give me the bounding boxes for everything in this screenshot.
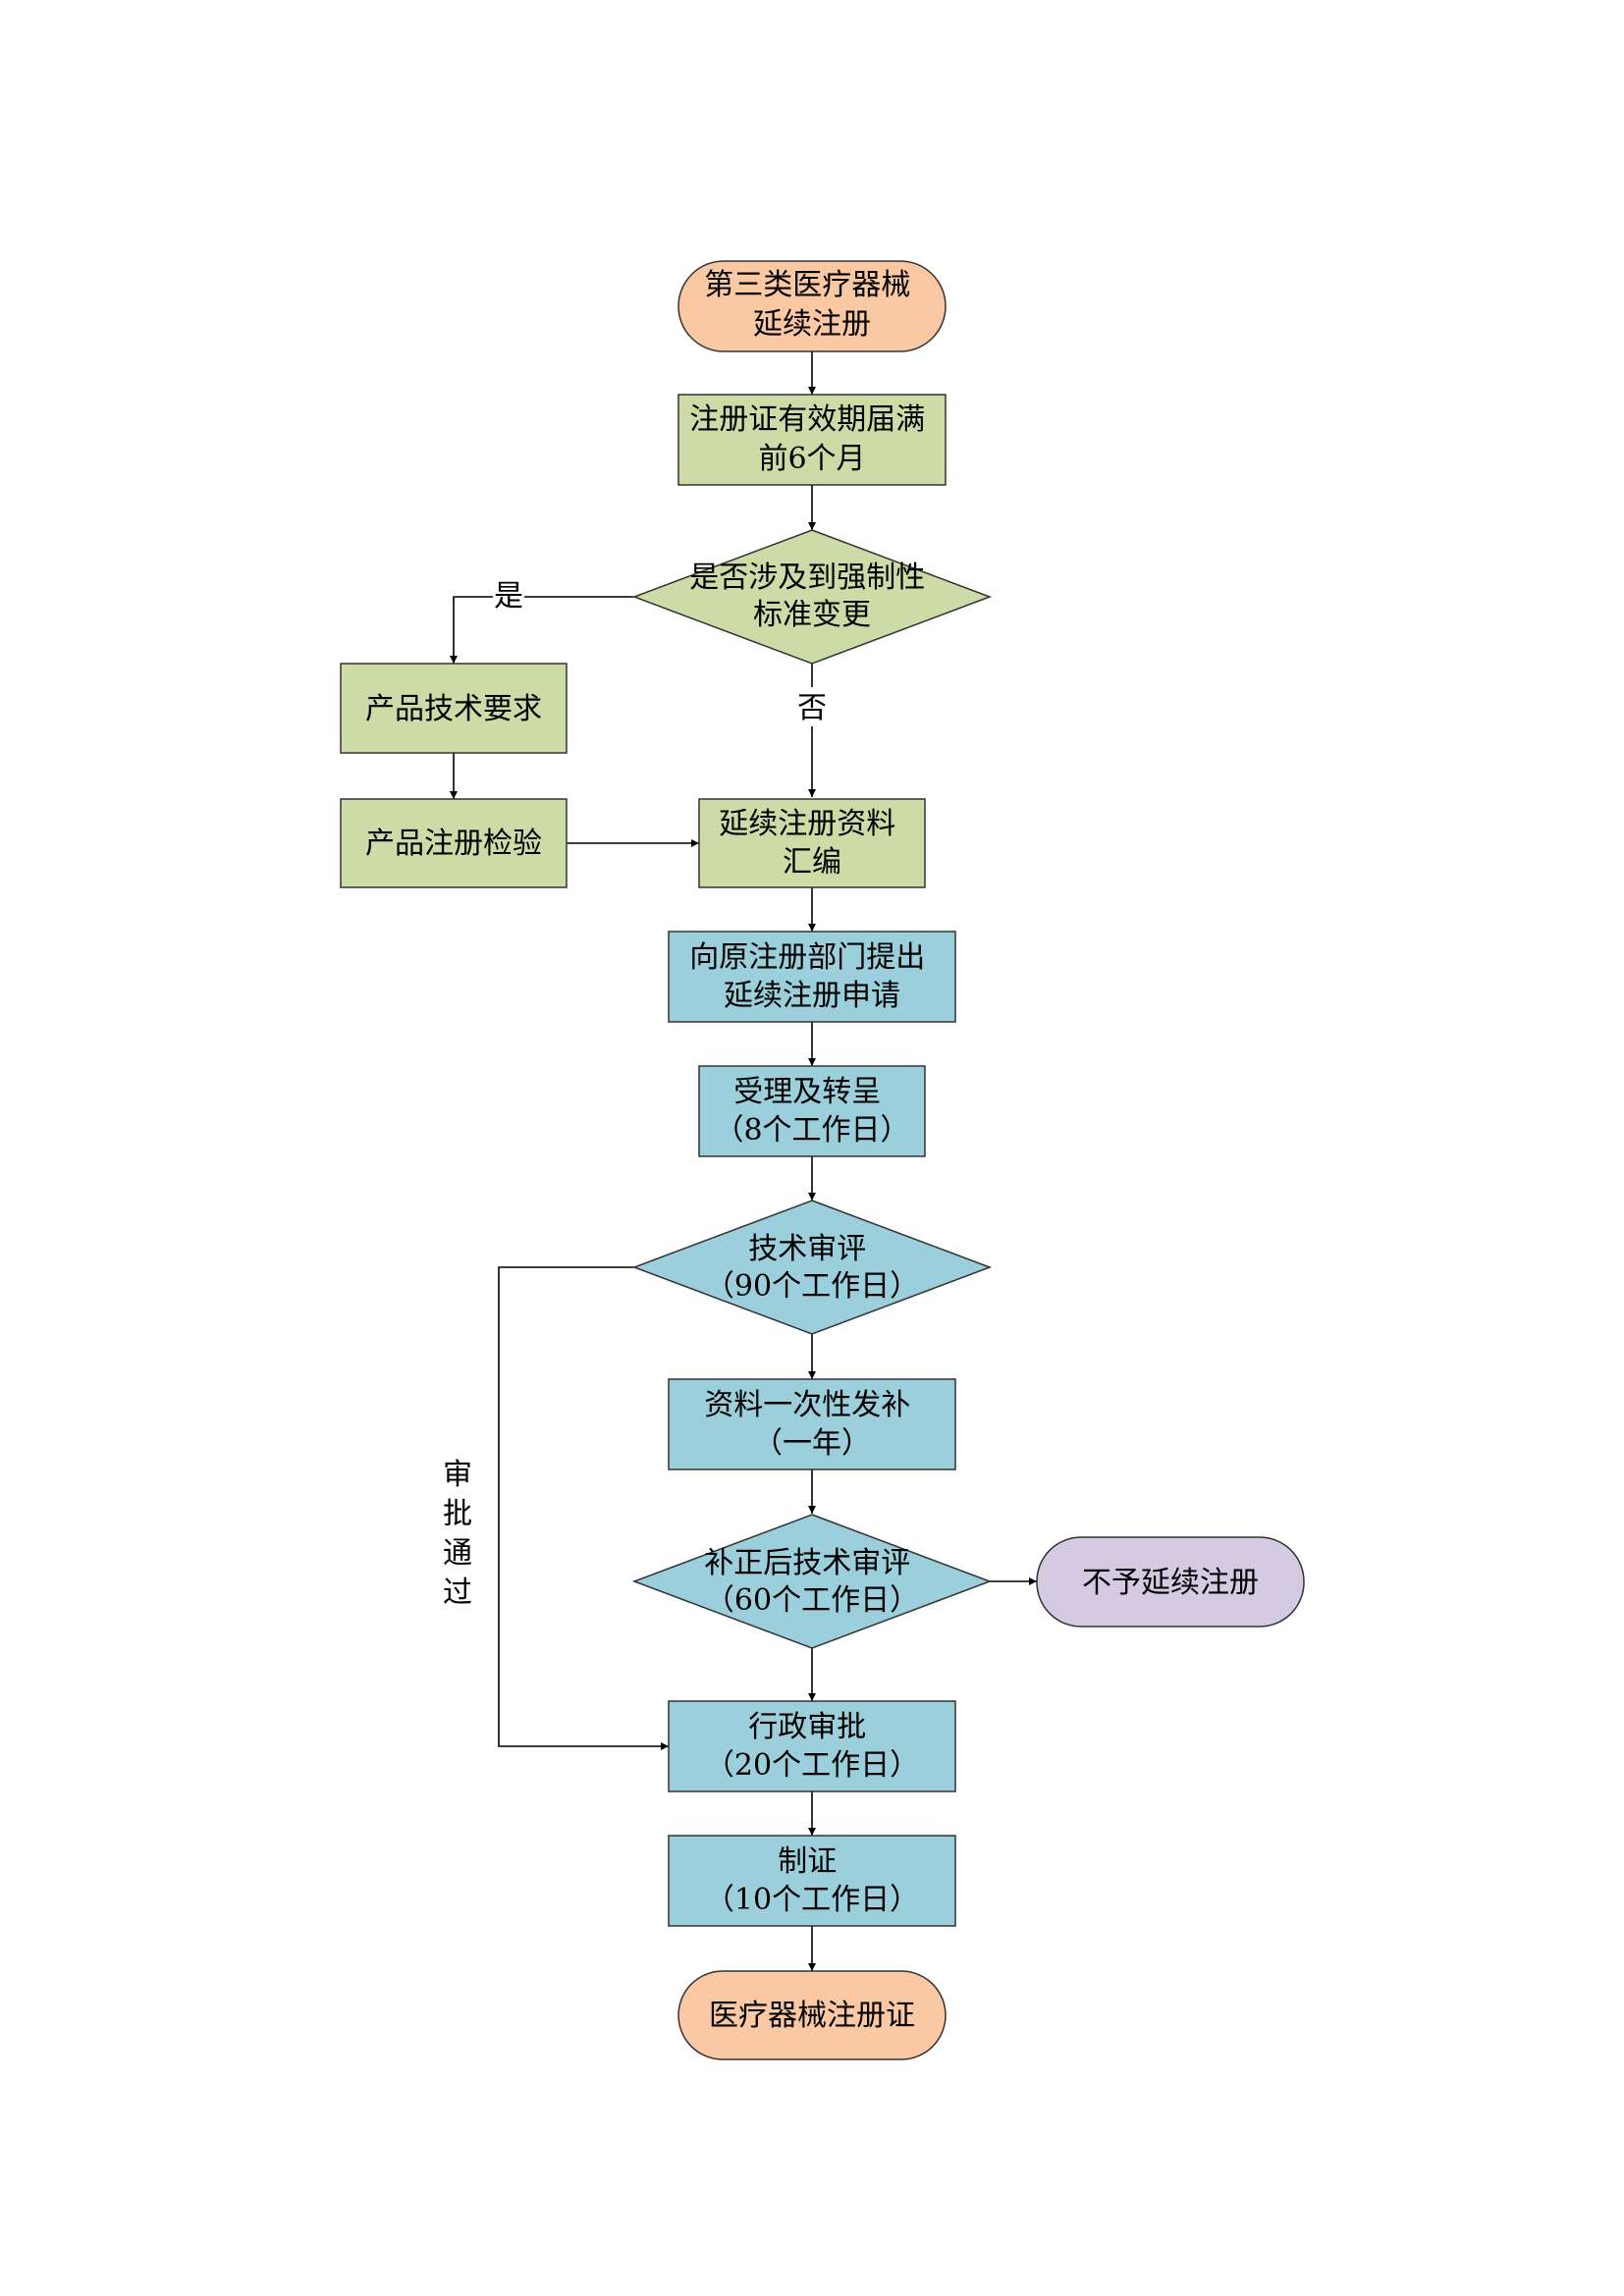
svg-text:延续注册资料 汇编: 延续注册资料 汇编 bbox=[719, 807, 905, 880]
accept-box bbox=[698, 1065, 926, 1157]
yes-label: 是 bbox=[494, 579, 523, 614]
submit-line-1: 向原注册部门提出 bbox=[689, 940, 925, 975]
six-months-box bbox=[677, 394, 947, 486]
svg-text:医疗器械注册证: 医疗器械注册证 bbox=[709, 1999, 915, 2033]
certify-line-2: （10个工作日） bbox=[705, 1883, 919, 1917]
approved-label-char: 通 bbox=[443, 1536, 472, 1571]
supplement-box bbox=[668, 1378, 956, 1470]
six-months-line-2: 前6个月 bbox=[758, 442, 865, 476]
svg-text:技术审评 （90个工作日）: 技术审评 （90个工作日） bbox=[705, 1232, 919, 1304]
admin-box bbox=[668, 1700, 956, 1792]
reject-line-1: 不予延续注册 bbox=[1082, 1566, 1259, 1600]
node-submit: 向原注册部门提出 延续注册申请 bbox=[668, 931, 956, 1023]
reject-terminal bbox=[1036, 1536, 1305, 1628]
compile-line-1: 延续注册资料 bbox=[719, 807, 895, 841]
approved-label-char: 过 bbox=[443, 1575, 472, 1610]
end-terminal bbox=[677, 1970, 947, 2060]
prod-req-line-1: 产品技术要求 bbox=[365, 692, 542, 726]
node-reject: 不予延续注册 bbox=[1036, 1536, 1305, 1628]
tech-review-diamond bbox=[631, 1200, 993, 1335]
node-accept: 受理及转呈 （8个工作日） bbox=[698, 1065, 926, 1157]
node-start: 第三类医疗器械 延续注册 bbox=[677, 260, 947, 352]
node-compile: 延续注册资料 汇编 bbox=[698, 798, 926, 888]
svg-text:产品技术要求: 产品技术要求 bbox=[365, 692, 542, 726]
tech-review-line-2: （90个工作日） bbox=[705, 1269, 919, 1304]
re-review-line-1: 补正后技术审评 bbox=[704, 1546, 910, 1580]
edge-tech-review-approved bbox=[498, 1266, 669, 1750]
svg-text:注册证有效期届满 前6个月: 注册证有效期届满 前6个月 bbox=[689, 402, 935, 476]
svg-text:不予延续注册: 不予延续注册 bbox=[1082, 1566, 1259, 1600]
node-six-months: 注册证有效期届满 前6个月 bbox=[677, 394, 947, 486]
accept-line-1: 受理及转呈 bbox=[733, 1075, 881, 1109]
approved-label-char: 批 bbox=[443, 1497, 472, 1531]
compile-line-2: 汇编 bbox=[783, 845, 841, 880]
re-review-line-2: （60个工作日） bbox=[705, 1583, 919, 1618]
prod-req-box bbox=[340, 663, 568, 754]
submit-line-2: 延续注册申请 bbox=[724, 979, 900, 1013]
supplement-line-1: 资料一次性发补 bbox=[704, 1388, 910, 1422]
node-supplement: 资料一次性发补 （一年） bbox=[668, 1378, 956, 1470]
start-terminal bbox=[677, 260, 947, 352]
start-line-1: 第三类医疗器械 bbox=[704, 268, 910, 302]
svg-text:产品注册检验: 产品注册检验 bbox=[365, 827, 542, 861]
node-tech-review: 技术审评 （90个工作日） bbox=[631, 1200, 993, 1335]
svg-text:向原注册部门提出 延续注册申请: 向原注册部门提出 延续注册申请 bbox=[689, 940, 935, 1013]
node-prod-test: 产品注册检验 bbox=[340, 798, 568, 888]
std-change-line-1: 是否涉及到强制性 bbox=[689, 561, 925, 595]
supplement-line-2: （一年） bbox=[753, 1426, 871, 1461]
prod-test-line-1: 产品注册检验 bbox=[365, 827, 542, 861]
accept-line-2: （8个工作日） bbox=[714, 1113, 909, 1148]
submit-box bbox=[668, 931, 956, 1023]
node-re-review: 补正后技术审评 （60个工作日） bbox=[631, 1514, 993, 1649]
svg-text:受理及转呈 （8个工作日）: 受理及转呈 （8个工作日） bbox=[714, 1075, 909, 1148]
svg-text:行政审批 （20个工作日）: 行政审批 （20个工作日） bbox=[705, 1710, 919, 1783]
node-certify: 制证 （10个工作日） bbox=[668, 1835, 956, 1927]
tech-review-line-1: 技术审评 bbox=[748, 1232, 866, 1266]
certify-line-1: 制证 bbox=[778, 1844, 837, 1879]
edge-std-change-yes bbox=[450, 596, 634, 664]
svg-text:是否涉及到强制性 标准变更: 是否涉及到强制性 标准变更 bbox=[689, 561, 935, 632]
admin-line-2: （20个工作日） bbox=[705, 1748, 919, 1783]
node-admin: 行政审批 （20个工作日） bbox=[668, 1700, 956, 1792]
compile-box bbox=[698, 798, 926, 888]
admin-line-1: 行政审批 bbox=[748, 1710, 866, 1744]
node-end: 医疗器械注册证 bbox=[677, 1970, 947, 2060]
six-months-line-1: 注册证有效期届满 bbox=[689, 402, 925, 437]
approved-label: 审批通过 bbox=[443, 1458, 472, 1610]
svg-text:补正后技术审评 （60个工作日）: 补正后技术审评 （60个工作日） bbox=[704, 1546, 920, 1618]
yes-label-bg bbox=[493, 577, 524, 613]
connectors bbox=[450, 351, 1037, 1971]
re-review-diamond bbox=[631, 1514, 993, 1649]
end-line-1: 医疗器械注册证 bbox=[709, 1999, 915, 2033]
std-change-line-2: 标准变更 bbox=[753, 598, 871, 632]
svg-text:第三类医疗器械 延续注册: 第三类医疗器械 延续注册 bbox=[704, 268, 920, 342]
svg-text:制证 （10个工作日）: 制证 （10个工作日） bbox=[705, 1844, 919, 1917]
certify-box bbox=[668, 1835, 956, 1927]
no-label-bg bbox=[795, 687, 829, 726]
no-label: 否 bbox=[797, 691, 827, 725]
svg-text:资料一次性发补 （一年）: 资料一次性发补 （一年） bbox=[704, 1388, 920, 1461]
node-prod-req: 产品技术要求 bbox=[340, 663, 568, 754]
node-std-change: 是否涉及到强制性 标准变更 bbox=[631, 529, 993, 665]
std-change-diamond bbox=[631, 529, 993, 665]
prod-test-box bbox=[340, 798, 568, 888]
approved-label-char: 审 bbox=[443, 1458, 472, 1492]
start-line-2: 延续注册 bbox=[753, 307, 871, 342]
